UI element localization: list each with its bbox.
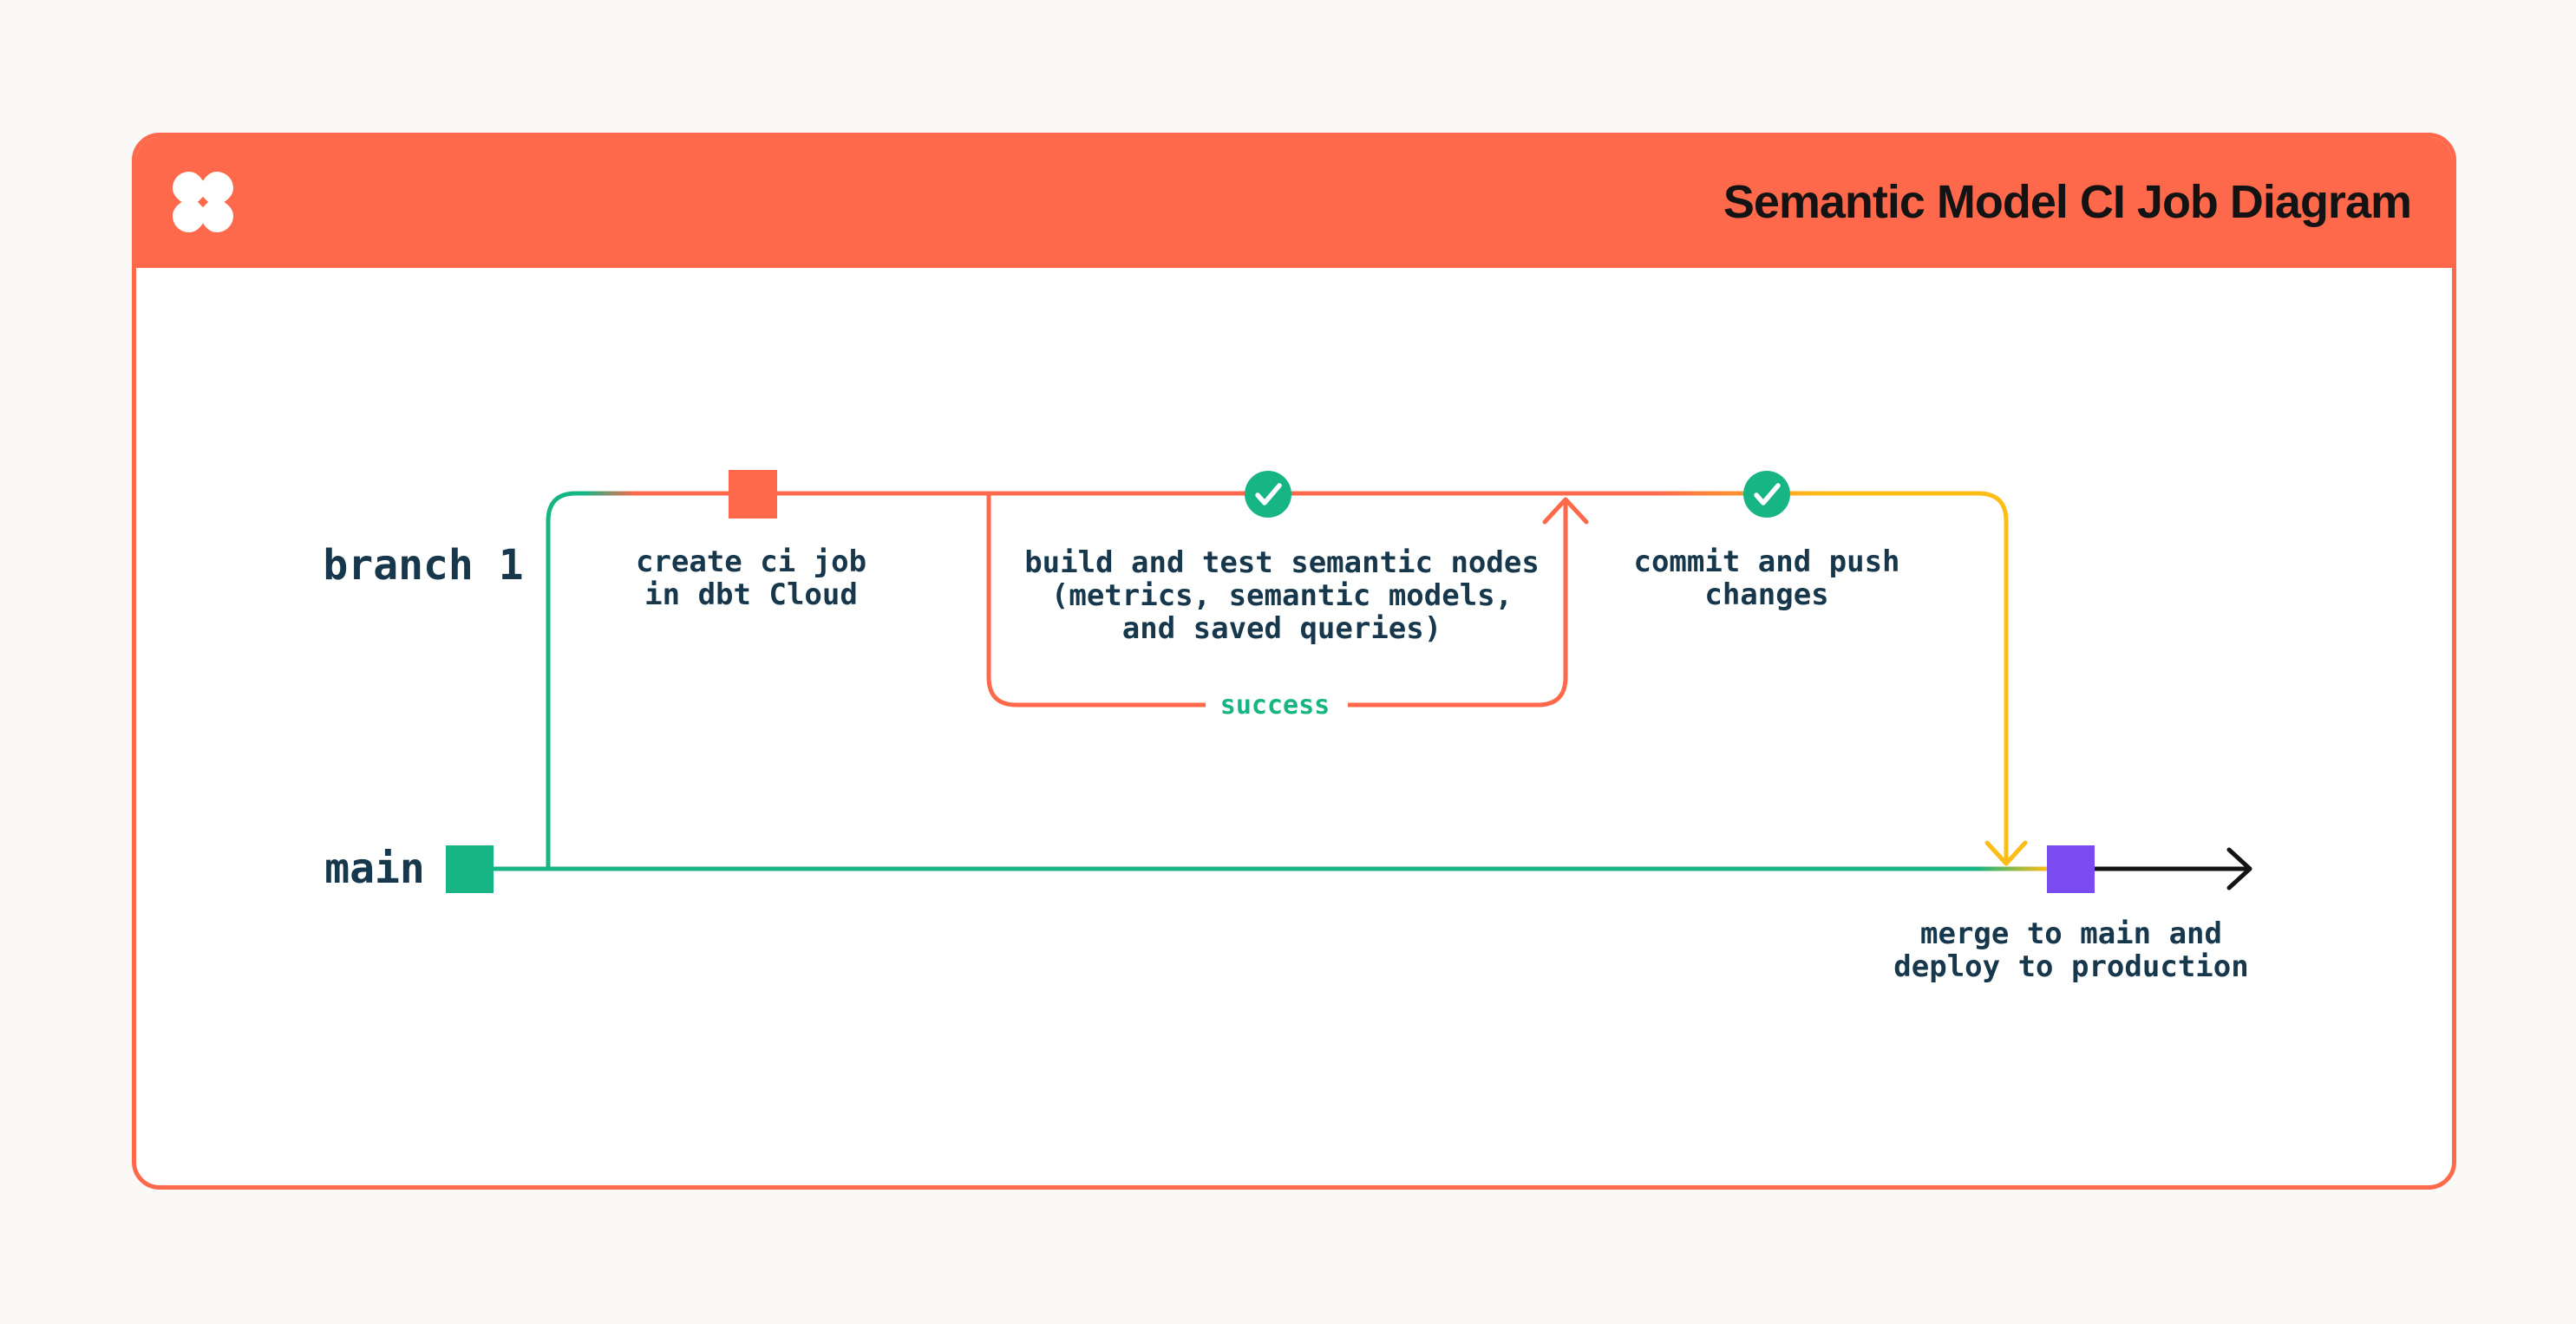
branch-track-label: branch 1 [323, 541, 524, 590]
header-bar: Semantic Model CI Job Diagram [136, 137, 2452, 268]
success-loop-label: success [1219, 690, 1330, 721]
page-title: Semantic Model CI Job Diagram [1723, 176, 2412, 228]
main-track-label: main [324, 845, 425, 893]
step-build-and-test-label: build and test semantic nodes (metrics, … [1024, 545, 1540, 646]
step-commit-and-push-label: commit and push changes [1633, 545, 1900, 612]
step-merge-and-deploy-label: merge to main and deploy to production [1893, 916, 2249, 984]
dbt-logo-icon [173, 172, 233, 232]
diagram-card: Semantic Model CI Job Diagram [132, 133, 2456, 1190]
step-create-ci-job-label: create ci job in dbt Cloud [635, 545, 867, 612]
